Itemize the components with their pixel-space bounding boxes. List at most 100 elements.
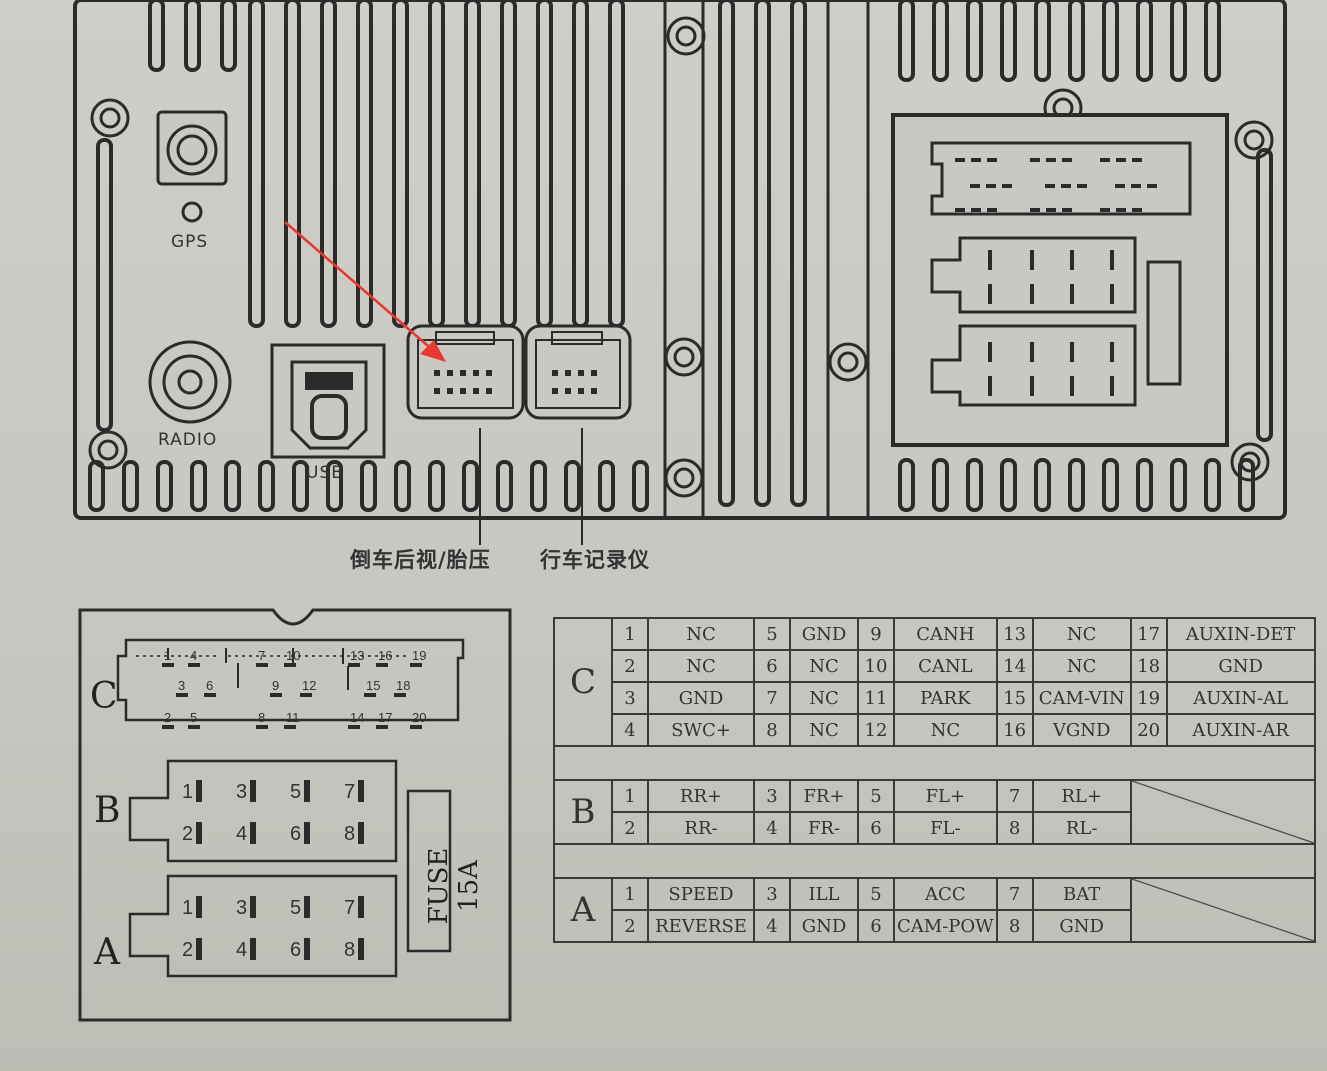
mounting-screws: [88, 16, 1274, 498]
heatsink-fin: [1000, 0, 1017, 82]
heatsink-fin: [966, 458, 983, 512]
pin-number-label: 6: [206, 678, 213, 693]
rear-camera-connector: [406, 324, 525, 420]
pin-slot: [304, 896, 310, 918]
iso-pin: [1077, 184, 1087, 188]
heatsink-fin: [428, 0, 445, 328]
pin-slot: [358, 896, 364, 918]
heatsink-fin: [1204, 458, 1221, 512]
pin-slot: [250, 896, 256, 918]
pin-slot: [250, 780, 256, 802]
pin-slot: [250, 938, 256, 960]
a-pin-label: 8: [344, 939, 355, 961]
pin-slot: [304, 780, 310, 802]
iso-pin: [1030, 158, 1040, 162]
b-pin-label: 1: [182, 781, 193, 803]
b-pin-label: 5: [290, 781, 301, 803]
pin-number: 7: [995, 877, 1034, 911]
screw-hole: [664, 337, 704, 377]
iso-pin: [970, 184, 980, 188]
pin-slot: [250, 822, 256, 844]
pin-signal: FL+: [893, 779, 998, 813]
pin-signal: GND: [647, 681, 755, 715]
connector-pin: [552, 388, 558, 394]
pin-number: 1: [611, 779, 649, 813]
iso-pin: [1030, 284, 1034, 304]
iso-pin: [988, 342, 992, 362]
rear-panel-drawing: [73, 0, 1287, 545]
unused-cell: [1129, 779, 1316, 845]
pin-signal: VGND: [1031, 713, 1132, 747]
pin-number: 5: [857, 779, 895, 813]
pin-slot: [304, 938, 310, 960]
connector-pin: [447, 370, 453, 376]
pin-slot: [348, 663, 360, 667]
pin-slot: [304, 822, 310, 844]
connector-a-letter: A: [94, 932, 120, 973]
pin-slot: [410, 725, 422, 729]
pin-number: 17: [1129, 617, 1168, 651]
pin-number: 8: [753, 713, 791, 747]
pin-number: 14: [995, 649, 1034, 683]
heatsink-fin: [284, 0, 301, 328]
a-pin-label: 5: [290, 897, 301, 919]
iso-pin: [1110, 376, 1114, 396]
iso-pin: [1046, 158, 1056, 162]
a-pin-label: 4: [236, 939, 247, 961]
heatsink-fin: [932, 458, 949, 512]
pin-signal: NC: [647, 649, 755, 683]
pin-number: 13: [995, 617, 1034, 651]
pin-signal: NC: [789, 713, 859, 747]
heatsink-fin: [1102, 0, 1119, 82]
iso-pin: [1100, 158, 1110, 162]
pin-number: 8: [995, 909, 1034, 943]
connector-pin: [578, 388, 584, 394]
pin-number-label: 4: [190, 648, 197, 663]
screw-hole: [97, 439, 119, 461]
screw-hole: [88, 430, 128, 470]
table-spacer: [553, 843, 1316, 879]
heatsink-fin: [248, 0, 265, 328]
pin-signal: SPEED: [647, 877, 755, 911]
pin-slot: [188, 725, 200, 729]
heatsink-fin: [1034, 0, 1051, 82]
connector-c-letter: C: [90, 676, 118, 717]
heatsink-fin: [1000, 458, 1017, 512]
heatsink-fin: [428, 460, 445, 512]
iso-pin: [1110, 342, 1114, 362]
pin-signal: FR+: [789, 779, 859, 813]
iso-pin: [1070, 250, 1074, 270]
heatsink-fin: [1170, 458, 1187, 512]
iso-pin: [1061, 184, 1071, 188]
a-pin-label: 2: [182, 939, 193, 961]
connector-pin: [434, 370, 440, 376]
connector-pin: [434, 388, 440, 394]
heatsink-fin: [1136, 458, 1153, 512]
iso-pin: [1110, 284, 1114, 304]
heatsink-fin: [598, 460, 615, 512]
pin-number: 19: [1129, 681, 1168, 715]
pin-signal: SWC+: [647, 713, 755, 747]
pin-signal: CANH: [893, 617, 998, 651]
screw-hole: [666, 16, 706, 56]
pin-number: 4: [753, 909, 791, 943]
pin-number: 11: [857, 681, 895, 715]
heatsink-fin: [536, 0, 553, 328]
iso-pin: [1100, 208, 1110, 212]
heatsink-fin: [190, 460, 207, 512]
connector-pin: [486, 388, 492, 394]
pin-number: 4: [753, 811, 791, 845]
connector-pin: [552, 370, 558, 376]
pin-slot: [256, 663, 268, 667]
pin-number: 2: [611, 649, 649, 683]
iso-pin: [1110, 250, 1114, 270]
iso-pin: [1131, 184, 1141, 188]
screw-hole: [90, 98, 130, 138]
pin-signal: NC: [789, 649, 859, 683]
fuse-label: FUSE 15A: [424, 847, 484, 925]
connector-b-letter: B: [94, 790, 121, 831]
iso-pin: [1070, 284, 1074, 304]
